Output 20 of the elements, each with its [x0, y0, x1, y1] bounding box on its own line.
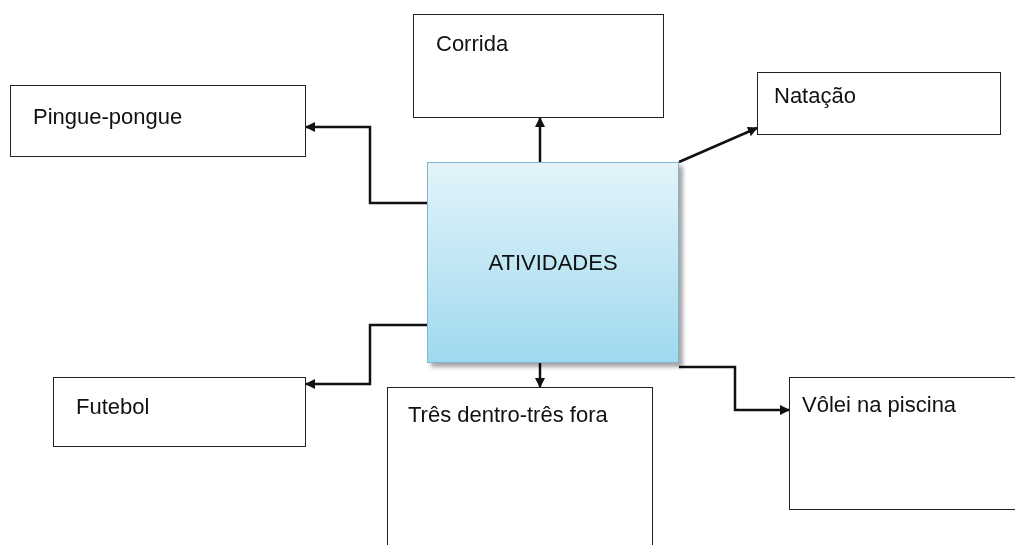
connector-arrow: [679, 365, 790, 415]
topic-label: ATIVIDADES: [488, 248, 618, 277]
connector-arrow: [305, 122, 427, 205]
connector-arrow: [535, 117, 545, 162]
activity-label: Três dentro-três fora: [408, 401, 609, 429]
activity-box: [387, 387, 653, 545]
connector-arrow: [678, 126, 758, 164]
activity-label: Futebol: [76, 393, 151, 421]
activity-label: Corrida: [436, 30, 510, 58]
activity-label: Vôlei na piscina: [802, 391, 958, 419]
connector-arrow: [535, 363, 545, 388]
activity-box: [757, 72, 1001, 135]
activity-box: [10, 85, 306, 157]
activity-label: Pingue-pongue: [33, 103, 184, 131]
central-topic-box: [427, 162, 679, 363]
activity-box: [413, 14, 664, 118]
activity-label: Natação: [774, 82, 857, 110]
activity-box: [53, 377, 306, 447]
activity-box: [789, 377, 1015, 510]
connector-arrow: [305, 323, 427, 389]
